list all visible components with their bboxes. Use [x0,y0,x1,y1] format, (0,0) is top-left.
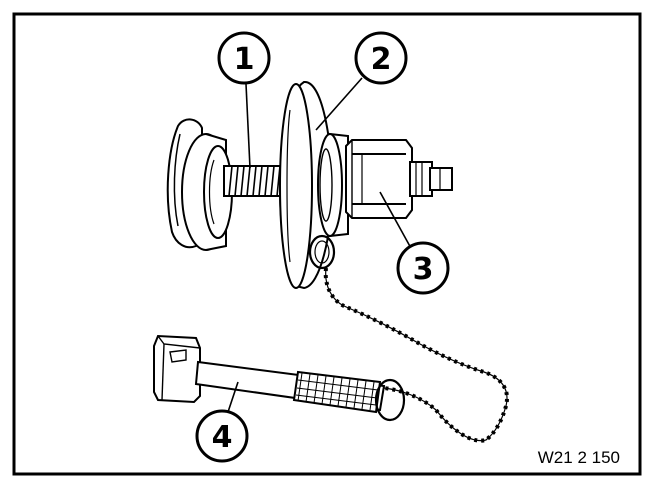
leader-lines [227,77,413,413]
leader-2 [315,77,363,131]
leader-4 [227,381,239,413]
hub-sleeve [317,132,349,238]
threaded-spindle [223,165,289,197]
figure-code: W21 2 150 [538,448,620,467]
callout-1: 1 [217,31,271,85]
leader-1 [245,83,251,169]
callout-3: 3 [396,241,450,295]
callout-4: 4 [195,409,249,463]
svg-text:3: 3 [413,252,434,287]
back-plate [166,118,233,251]
hex-nut-body [345,139,453,219]
svg-text:2: 2 [371,42,392,77]
svg-text:4: 4 [212,420,233,455]
leader-3 [379,191,413,251]
locking-pin [153,334,406,422]
chain-ring [308,234,336,270]
chain [323,267,509,443]
svg-text:1: 1 [234,42,255,77]
callout-2: 2 [354,31,408,85]
